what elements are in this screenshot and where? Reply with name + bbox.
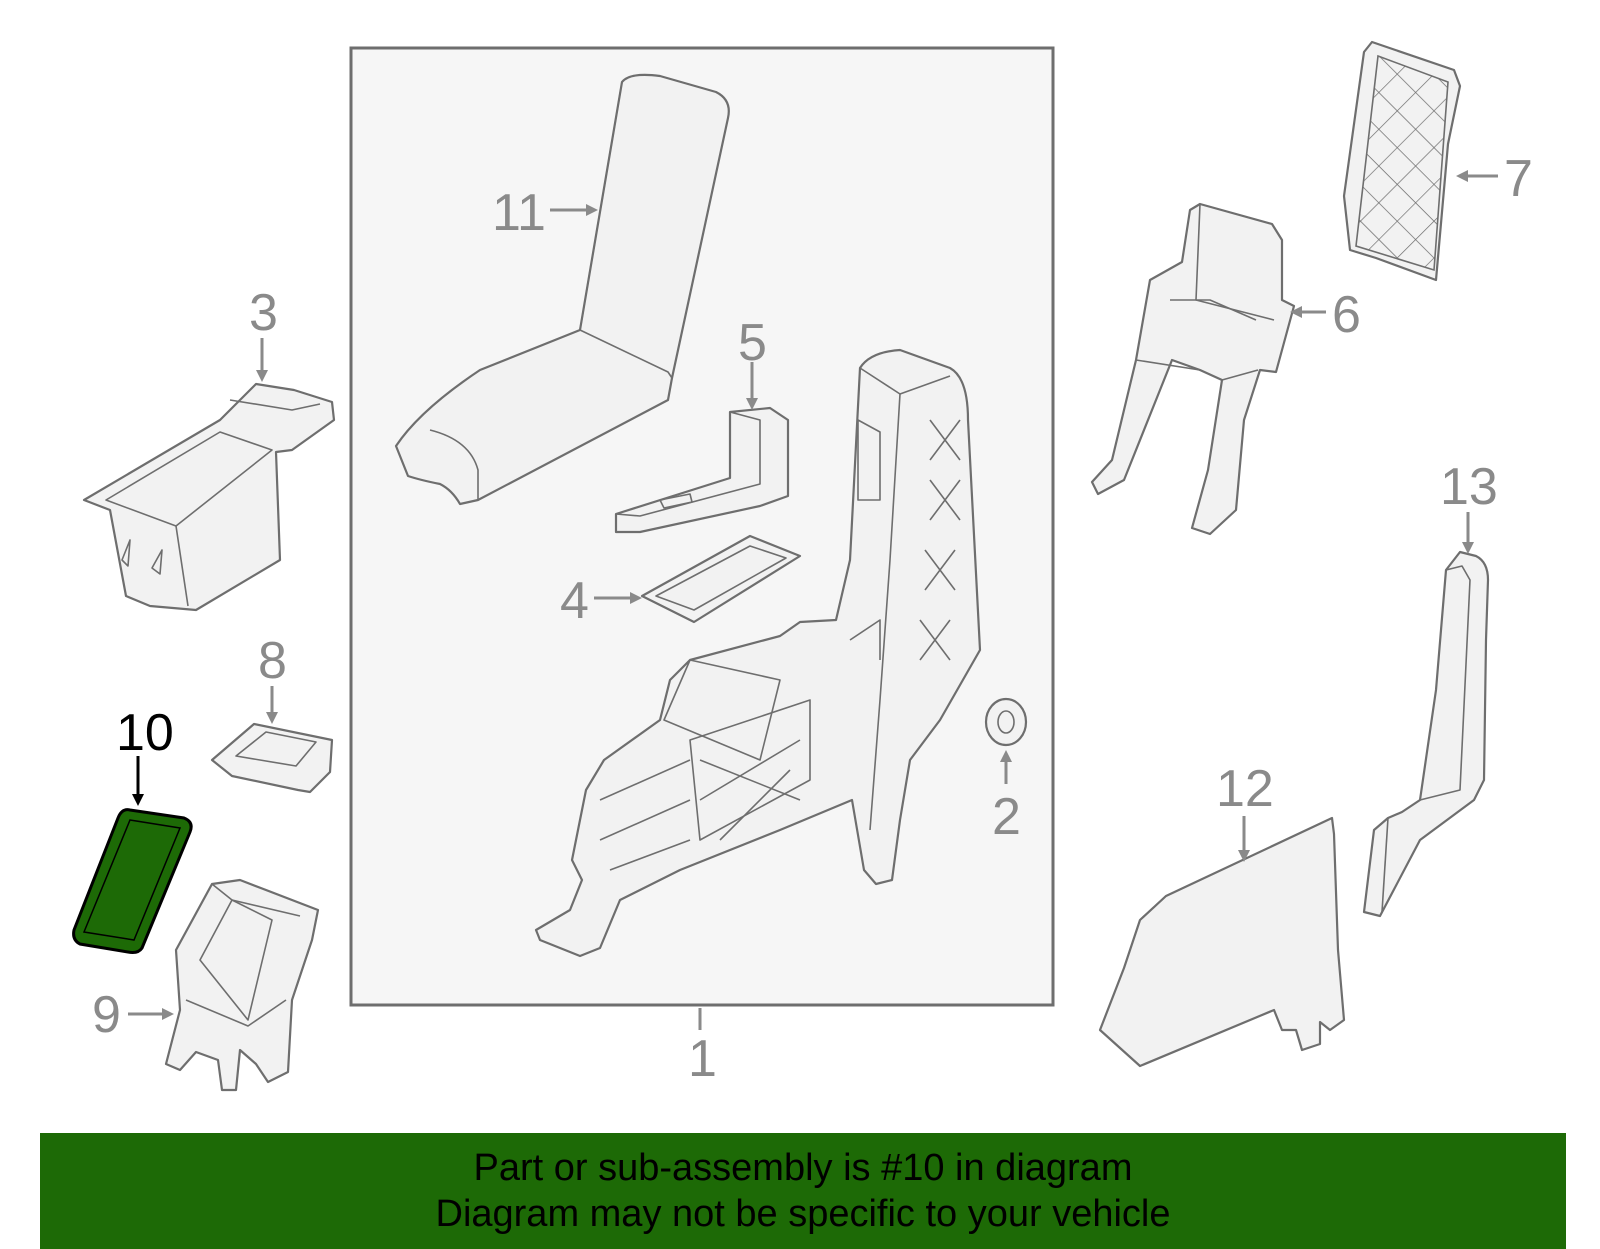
part-11-armrest-lid[interactable]: [394, 73, 730, 506]
callout-11: 11: [492, 184, 546, 242]
callout-9: 9: [92, 986, 121, 1044]
callout-6: 6: [1332, 286, 1361, 344]
part-7-mesh-panel[interactable]: [1342, 40, 1462, 282]
part-12-side-trim[interactable]: [1098, 816, 1346, 1068]
callout-12: 12: [1216, 760, 1274, 818]
callout-10: 10: [116, 704, 174, 762]
part-8-tray[interactable]: [210, 722, 334, 794]
part-13-rear-trim[interactable]: [1362, 550, 1490, 918]
banner-line-1: Part or sub-assembly is #10 in diagram: [473, 1147, 1133, 1189]
callout-5: 5: [738, 314, 767, 372]
part-5-bracket[interactable]: [614, 406, 790, 534]
callout-4: 4: [560, 572, 589, 630]
info-banner: Part or sub-assembly is #10 in diagram D…: [40, 1133, 1566, 1249]
part-10-pad-highlighted[interactable]: [72, 808, 193, 954]
part-2-grommet[interactable]: [984, 697, 1028, 747]
leader-arrows: [128, 170, 1498, 1030]
callout-13: 13: [1440, 458, 1498, 516]
callout-3: 3: [249, 284, 278, 342]
callout-2: 2: [992, 788, 1021, 846]
part-6-frame-bracket[interactable]: [1090, 202, 1296, 536]
part-9-lower-bracket[interactable]: [164, 878, 320, 1092]
banner-line-2: Diagram may not be specific to your vehi…: [435, 1193, 1171, 1235]
callout-1: 1: [688, 1030, 717, 1088]
callout-8: 8: [258, 632, 287, 690]
part-4-mat[interactable]: [640, 534, 802, 624]
part-1-console-assembly[interactable]: [534, 348, 982, 958]
parts-diagram: 11 5 4 3 8 10 9 1 2 6 7 12 13: [72, 40, 1533, 1092]
callout-7: 7: [1504, 150, 1533, 208]
part-3-storage-bin[interactable]: [82, 382, 336, 612]
